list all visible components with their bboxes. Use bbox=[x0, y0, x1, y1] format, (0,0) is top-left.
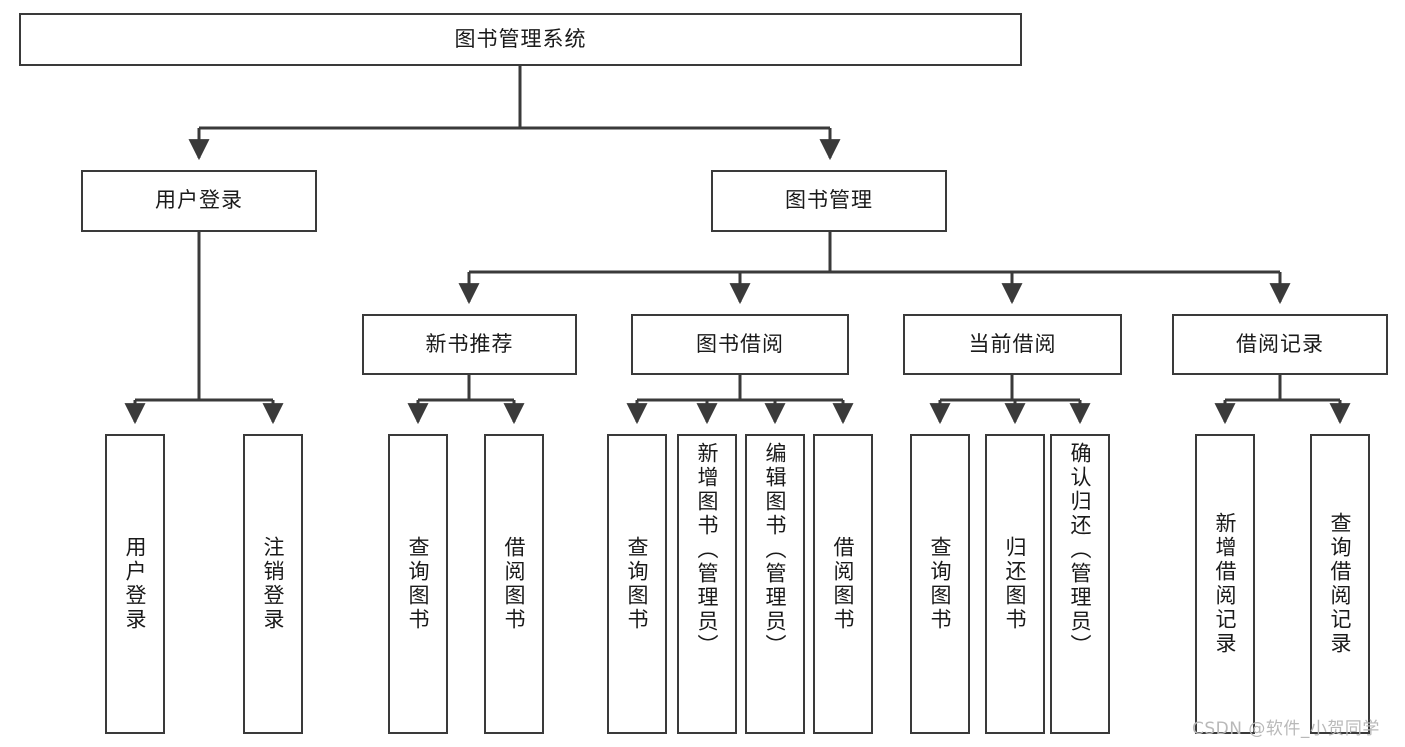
leaf-query-book-borrow[interactable]: 查询图书 bbox=[607, 434, 667, 734]
leaf-add-borrow-record[interactable]: 新增借阅记录 bbox=[1195, 434, 1255, 734]
node-label: 图书管理系统 bbox=[454, 26, 587, 51]
node-label: 借阅图书 bbox=[831, 536, 856, 632]
leaf-borrow-book[interactable]: 借阅图书 bbox=[813, 434, 873, 734]
node-label: 归还图书 bbox=[1003, 536, 1028, 632]
leaf-return-book[interactable]: 归还图书 bbox=[985, 434, 1045, 734]
node-label: 新增借阅记录 bbox=[1213, 512, 1238, 656]
leaf-edit-book-admin[interactable]: 编辑图书（管理员） bbox=[745, 434, 805, 734]
leaf-user-login[interactable]: 用户登录 bbox=[105, 434, 165, 734]
node-label: 查询借阅记录 bbox=[1328, 512, 1353, 656]
node-label: 借阅图书 bbox=[502, 536, 527, 632]
leaf-query-book-current[interactable]: 查询图书 bbox=[910, 434, 970, 734]
leaf-borrow-book-recommend[interactable]: 借阅图书 bbox=[484, 434, 544, 734]
node-label: 借阅记录 bbox=[1236, 331, 1324, 356]
node-new-book-recommend[interactable]: 新书推荐 bbox=[362, 314, 577, 375]
node-label: 图书管理 bbox=[785, 188, 873, 213]
leaf-add-book-admin[interactable]: 新增图书（管理员） bbox=[677, 434, 737, 734]
leaf-query-borrow-record[interactable]: 查询借阅记录 bbox=[1310, 434, 1370, 734]
node-borrow-record[interactable]: 借阅记录 bbox=[1172, 314, 1388, 375]
node-label: 图书借阅 bbox=[696, 331, 784, 356]
watermark-text: CSDN @软件_小贺同学 bbox=[1192, 719, 1380, 739]
leaf-confirm-return-admin[interactable]: 确认归还（管理员） bbox=[1050, 434, 1110, 734]
node-label: 新增图书（管理员） bbox=[695, 442, 720, 658]
node-user-login[interactable]: 用户登录 bbox=[81, 170, 317, 232]
leaf-query-book-recommend[interactable]: 查询图书 bbox=[388, 434, 448, 734]
node-label: 查询图书 bbox=[625, 536, 650, 632]
node-label: 用户登录 bbox=[155, 188, 243, 213]
node-label: 用户登录 bbox=[123, 536, 148, 632]
leaf-logout[interactable]: 注销登录 bbox=[243, 434, 303, 734]
node-book-management[interactable]: 图书管理 bbox=[711, 170, 947, 232]
node-label: 新书推荐 bbox=[425, 331, 514, 356]
node-label: 当前借阅 bbox=[968, 331, 1057, 356]
node-label: 编辑图书（管理员） bbox=[763, 442, 788, 658]
node-label: 查询图书 bbox=[928, 536, 953, 632]
node-root-system[interactable]: 图书管理系统 bbox=[19, 13, 1022, 66]
node-label: 注销登录 bbox=[261, 536, 286, 632]
node-label: 查询图书 bbox=[406, 536, 431, 632]
node-label: 确认归还（管理员） bbox=[1068, 442, 1093, 658]
node-current-borrow[interactable]: 当前借阅 bbox=[903, 314, 1122, 375]
node-book-borrow[interactable]: 图书借阅 bbox=[631, 314, 849, 375]
